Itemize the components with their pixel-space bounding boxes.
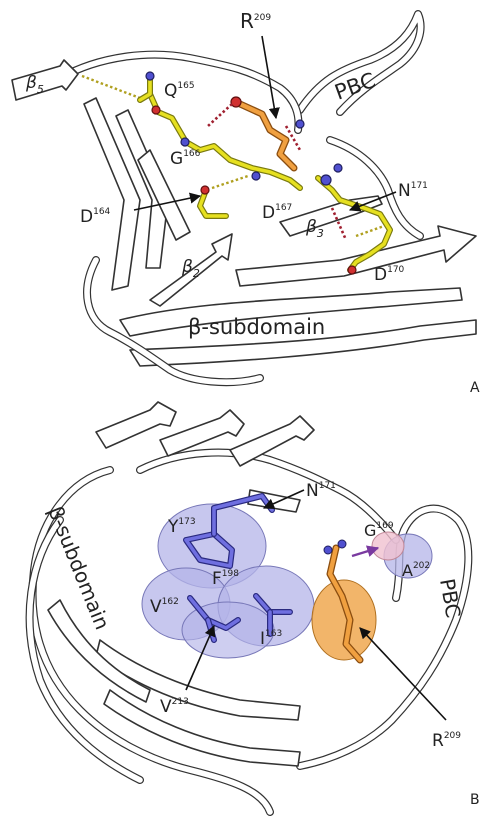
interaction-arrow-r209-g169 [351, 545, 380, 558]
label-i163: I163 [260, 629, 282, 649]
label-f198: F198 [212, 569, 239, 589]
sheet-strand-b3 [229, 415, 315, 467]
hbond-d164-d167 [211, 174, 249, 190]
label-y173: Y173 [167, 517, 196, 537]
label-g166: G166 [170, 149, 201, 169]
arrow-d164 [133, 192, 202, 211]
label-d170: D170 [374, 265, 405, 285]
label-n171-b: N171 [306, 481, 336, 501]
label-pbc-b: PBC [435, 577, 465, 620]
surface-g169 [371, 531, 405, 561]
label-d164: D164 [80, 207, 111, 227]
heteroatoms-a [145, 71, 357, 275]
lower-strand-a1 [235, 225, 477, 287]
lower-strand-b1 [95, 639, 301, 721]
lower-strand-a2 [119, 287, 463, 337]
beta2-strand [149, 233, 233, 307]
arrow-r209-a [261, 35, 280, 120]
hbond-beta5-q165 [81, 74, 141, 100]
label-v213: V213 [160, 697, 189, 717]
label-r209-b: R209 [432, 731, 461, 751]
label-beta2: β2 [181, 257, 200, 280]
r209-sticks-a [236, 100, 298, 172]
label-beta5: β5 [25, 73, 44, 96]
label-q165: Q165 [164, 81, 195, 101]
yellow-sticks-a [137, 75, 393, 273]
arrow-n171-a [348, 191, 397, 212]
label-v162: V162 [150, 597, 179, 617]
panel-letter-b: B [470, 792, 480, 808]
arrow-v213 [185, 624, 216, 691]
label-r209-a: R209 [240, 9, 271, 33]
sheet-strand-a1 [83, 97, 141, 291]
label-subdomain-a: β-subdomain [188, 315, 325, 339]
sheet-strand-b2 [159, 409, 245, 457]
r209-sticks-b [323, 539, 364, 664]
surface-r209 [311, 579, 377, 661]
arrow-r209-b [359, 627, 447, 721]
hbond-beta3-d170 [355, 224, 385, 238]
label-g169: G169 [364, 521, 394, 540]
label-n171-a: N171 [398, 181, 428, 201]
panel-b [25, 401, 473, 816]
sheet-strand-a3 [137, 149, 191, 241]
beta5-strand [11, 59, 79, 101]
label-a202: A202 [402, 561, 430, 580]
panel-letter-a: A [470, 380, 480, 396]
panel-a [11, 10, 477, 387]
sheet-strand-b1 [95, 401, 177, 449]
label-d167: D167 [262, 203, 292, 223]
hbond-r209-g166-1 [207, 103, 233, 127]
lower-strand-a3 [129, 319, 477, 367]
lower-strand-b3 [47, 599, 151, 703]
label-beta3: β3 [305, 217, 324, 240]
lower-strand-b2 [103, 689, 301, 767]
arrow-n171-b [262, 489, 305, 509]
hbond-n171-d170 [330, 207, 348, 241]
beta3-strand [279, 195, 383, 237]
